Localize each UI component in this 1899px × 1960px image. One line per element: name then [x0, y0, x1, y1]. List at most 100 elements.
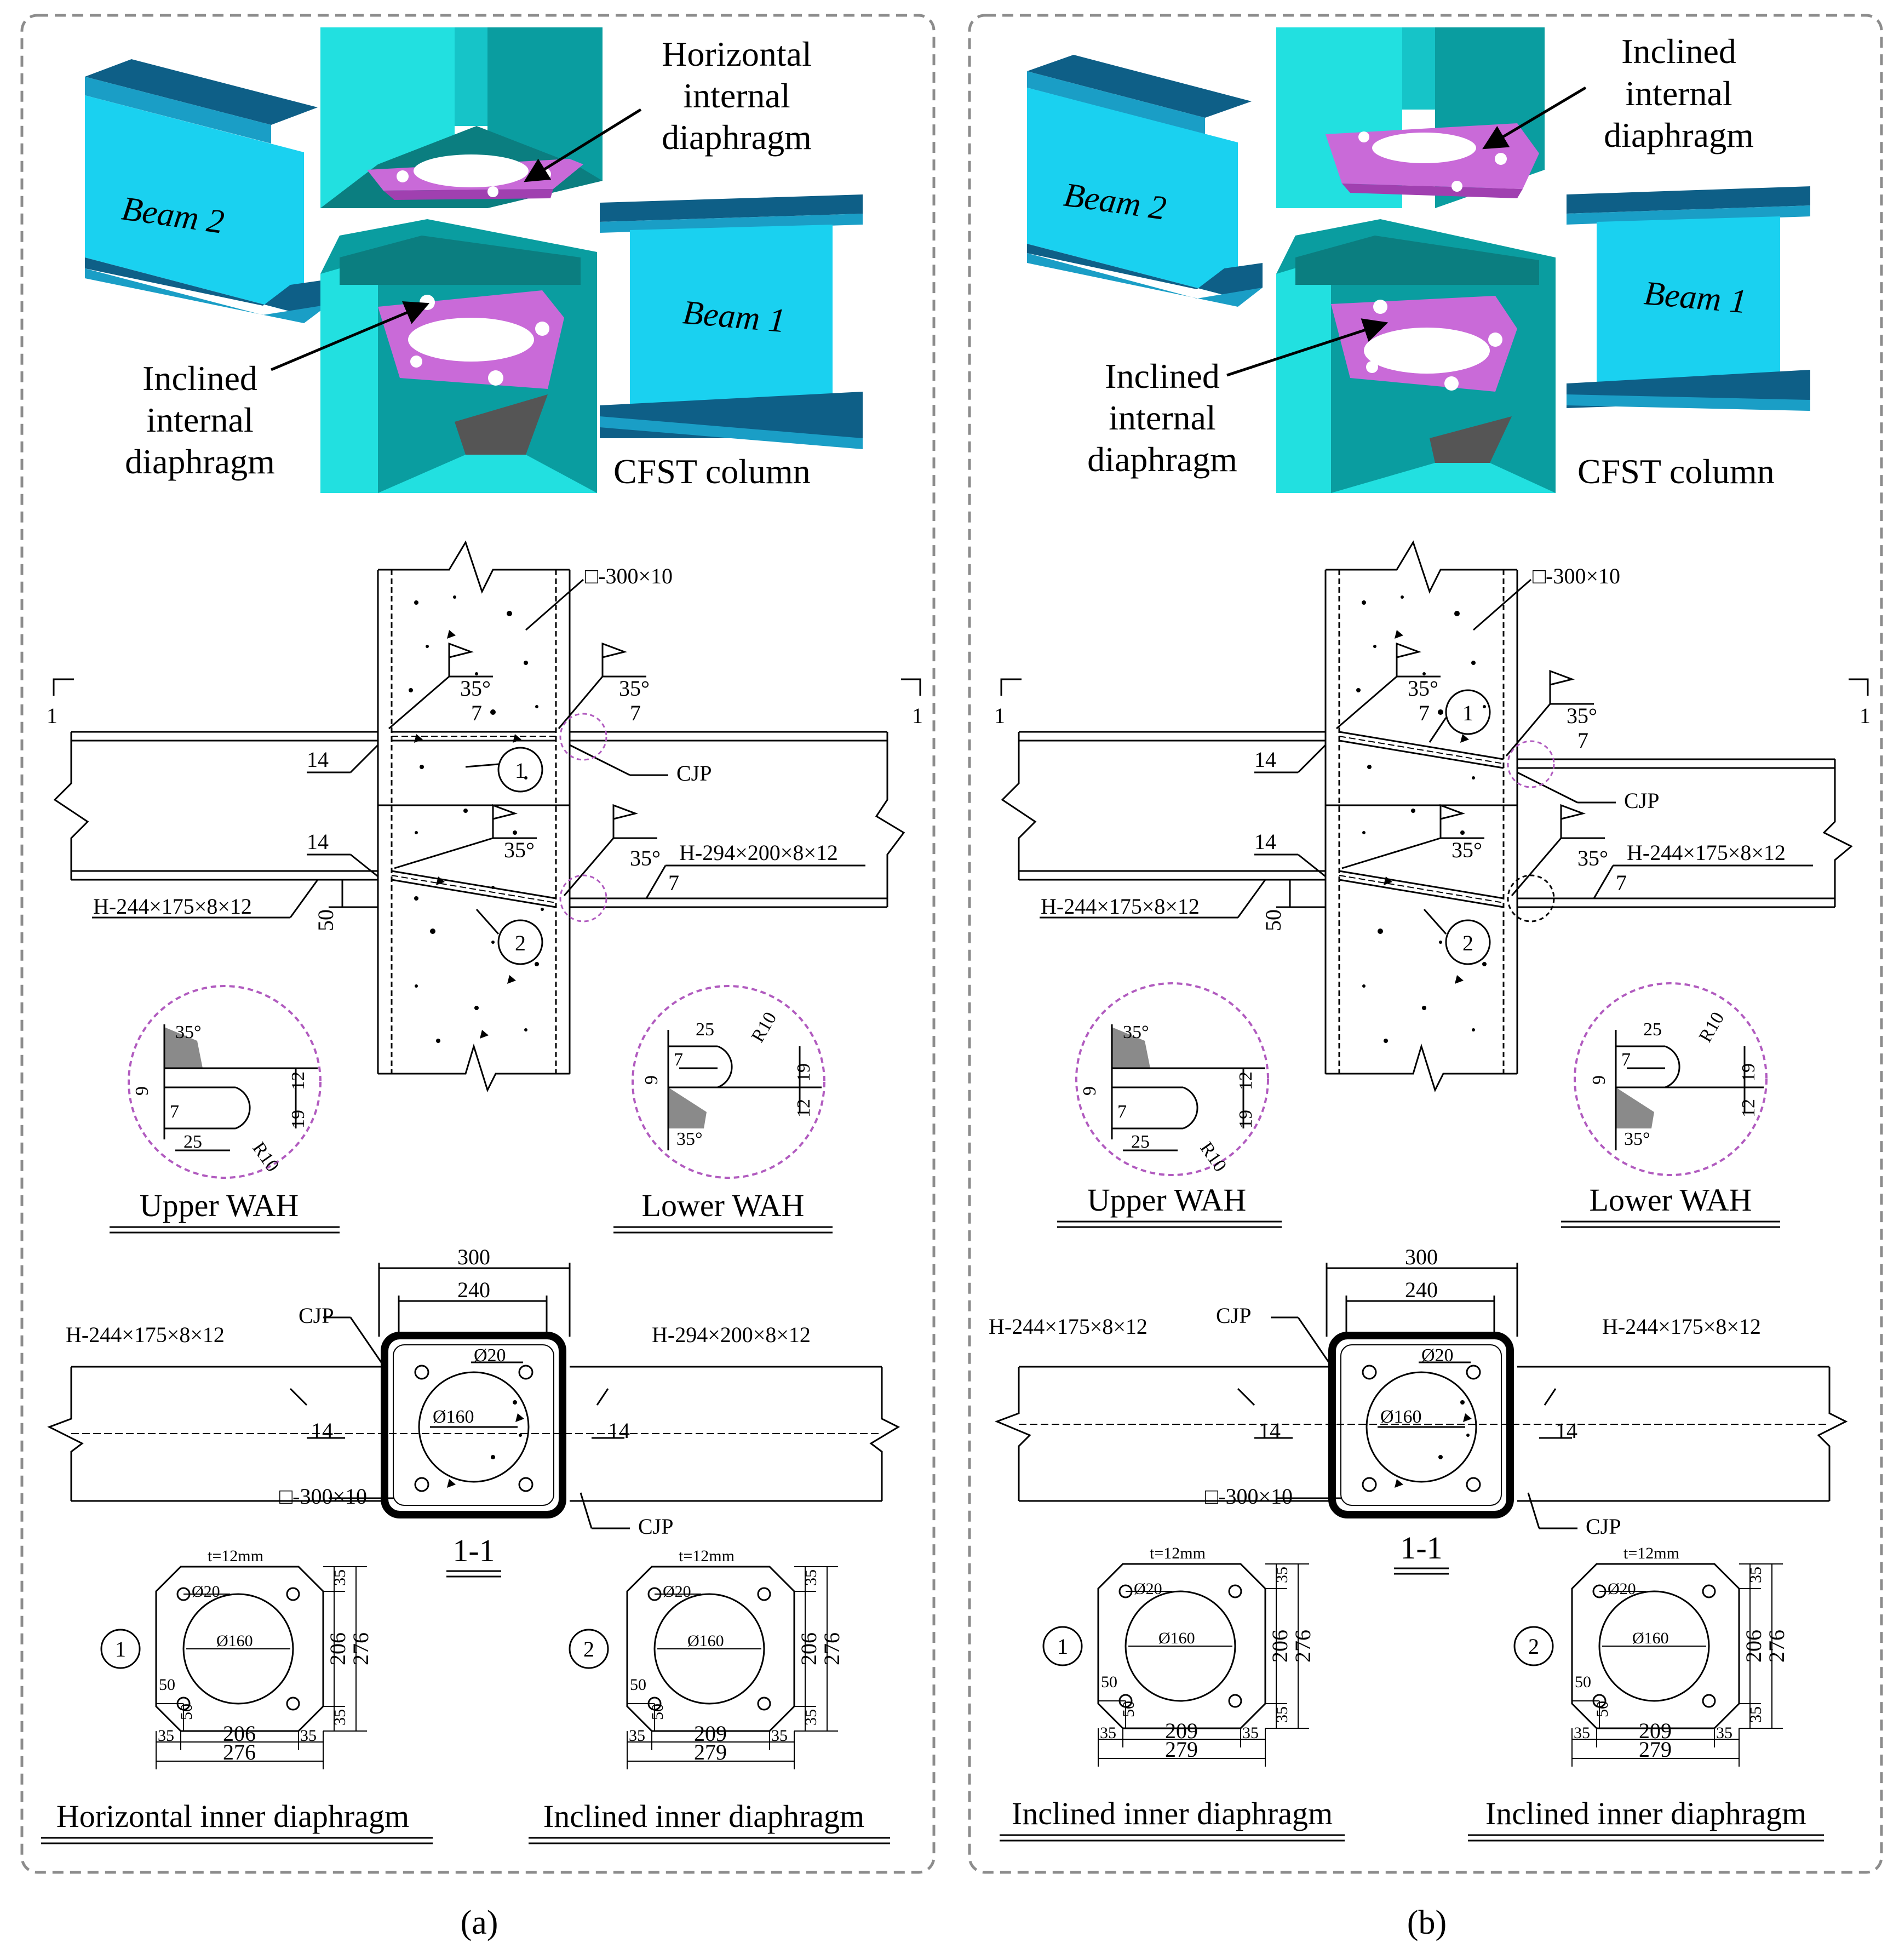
- node-2-b: 2: [1462, 931, 1473, 955]
- plan-beam-left: H-244×175×8×12: [66, 1322, 225, 1347]
- upper-column-3d: [320, 27, 603, 208]
- plan-b-hole-small: Ø20: [1421, 1345, 1454, 1366]
- plate-a1-t: t=12mm: [208, 1547, 263, 1565]
- wah-lo-19: 19: [794, 1063, 814, 1082]
- plate-b2-h276: 276: [1764, 1630, 1789, 1663]
- plate-b1-b35b: 35: [1242, 1724, 1259, 1742]
- plate-b2-r35a: 35: [1747, 1567, 1765, 1583]
- plate-a2-d50a: 50: [630, 1676, 646, 1694]
- section-mark-right: 1: [912, 703, 923, 728]
- plate-a2-btot: 279: [694, 1740, 727, 1764]
- weld-size-1: 7: [471, 701, 482, 725]
- wah-lower-a: 25 R10 7 9 19 12 35° Lower WAH: [613, 985, 833, 1234]
- upper-column-3d-b: [1276, 27, 1545, 208]
- weld-angle-3: 35°: [504, 838, 535, 862]
- wah-up-r10: R10: [248, 1138, 283, 1176]
- plate-a1-num: 1: [115, 1637, 126, 1661]
- plate-b1-h276: 276: [1290, 1630, 1315, 1663]
- wah-up-25-b: 25: [1131, 1132, 1150, 1152]
- wah-up-9: 9: [132, 1086, 152, 1096]
- cjp-1: CJP: [676, 761, 712, 786]
- wah-upper-b: 35° 7 9 12 19 25 R10 Upper WAH: [1057, 982, 1282, 1228]
- wah-lo-angle: 35°: [676, 1129, 703, 1149]
- column-label-b: CFST column: [1577, 452, 1775, 491]
- plate-a1-d20: Ø20: [192, 1583, 220, 1601]
- plate-a1-h206: 206: [325, 1632, 350, 1665]
- plan-hole-small: Ø20: [474, 1345, 506, 1366]
- plate-b1-d50a: 50: [1101, 1673, 1117, 1691]
- left-callout-b-l3: diaphragm: [1087, 440, 1237, 479]
- column-label: CFST column: [613, 452, 811, 491]
- section-mark-right-b: 1: [1860, 703, 1871, 728]
- panel-b: Beam 2 Beam 1: [968, 14, 1883, 1941]
- plate-a1-d50a: 50: [159, 1676, 175, 1694]
- top-callout-l1: Horizontal: [662, 35, 812, 73]
- weld-angle-2: 35°: [619, 676, 650, 701]
- plate-a1: 1 t=12mm: [41, 1547, 433, 1844]
- section-mark-left: 1: [47, 703, 58, 728]
- plan-b-section: 1-1: [1400, 1530, 1442, 1566]
- weld-size-4: 7: [668, 870, 679, 895]
- wah-lower-caption-b: Lower WAH: [1590, 1182, 1752, 1218]
- weld-angle-4: 35°: [630, 846, 661, 870]
- plate-b2-b35b: 35: [1716, 1724, 1732, 1742]
- beam-left-tag-b: H-244×175×8×12: [1041, 894, 1200, 919]
- elevation-b: [1000, 540, 1869, 1092]
- elevation-a: [53, 540, 921, 1092]
- node-1-b: 1: [1462, 701, 1473, 725]
- plate-b1: 1 t=12mm: [1000, 1544, 1345, 1842]
- plate-a1-caption: Horizontal inner diaphragm: [56, 1798, 409, 1834]
- plan-hole-big: Ø160: [433, 1407, 474, 1427]
- lower-column-3d-b: [1276, 219, 1556, 493]
- wah-up-9-b: 9: [1080, 1086, 1100, 1096]
- beam-1-label-b: Beam 1: [1643, 274, 1748, 320]
- plate-b2-d50a: 50: [1575, 1673, 1591, 1691]
- plate-a1-b35a: 35: [158, 1727, 174, 1745]
- plan-300: 300: [457, 1245, 490, 1269]
- top-callout-b-l3: diaphragm: [1604, 116, 1754, 154]
- plate-b1-r35b: 35: [1273, 1706, 1291, 1723]
- plan-b-fillet-right: 14: [1556, 1418, 1577, 1443]
- elevation-a-labels: □-300×10 35° 7 35° 7 35° 35° 7 14 14 CJP…: [47, 564, 923, 955]
- weld-angle-1: 35°: [460, 676, 491, 701]
- wah-up-r10-b: R10: [1196, 1138, 1230, 1176]
- wah-lo-7: 7: [674, 1050, 683, 1070]
- fillet-b1: 14: [1254, 747, 1276, 772]
- plate-a2: 2 t=12mm: [529, 1547, 890, 1844]
- concrete-speckles-b: [1356, 595, 1487, 1043]
- plate-b1-h206: 206: [1267, 1630, 1292, 1663]
- plan-b-beam-left: H-244×175×8×12: [989, 1314, 1148, 1339]
- wah-up-25: 25: [183, 1132, 202, 1152]
- plate-b2-d160: Ø160: [1632, 1629, 1669, 1647]
- wah-up-angle-b: 35°: [1123, 1022, 1149, 1042]
- plan-a-speckles: [447, 1400, 524, 1488]
- plate-b2-t: t=12mm: [1623, 1544, 1679, 1562]
- left-callout-b-l2: internal: [1109, 398, 1215, 437]
- plan-b-240: 240: [1405, 1277, 1438, 1302]
- plate-a1-r35b: 35: [331, 1709, 349, 1726]
- wah-up-12: 12: [288, 1071, 308, 1090]
- plate-a1-btot: 276: [223, 1740, 256, 1764]
- tube-label-b: □-300×10: [1533, 564, 1620, 588]
- plate-b1-d20: Ø20: [1134, 1580, 1162, 1598]
- wah-up-angle: 35°: [175, 1022, 202, 1042]
- weld-size-b1: 7: [1419, 701, 1430, 725]
- plan-tube: □-300×10: [279, 1484, 367, 1509]
- wah-lo-9-b: 9: [1589, 1075, 1609, 1085]
- left-callout-b-l1: Inclined: [1105, 357, 1220, 396]
- plate-b1-bmid: 209: [1165, 1718, 1198, 1743]
- top-callout-b-l2: internal: [1625, 74, 1732, 113]
- beam-1-label: Beam 1: [681, 294, 787, 340]
- plan-cjp-top: CJP: [299, 1303, 334, 1328]
- plate-a1-b35b: 35: [300, 1727, 317, 1745]
- wah-up-12-b: 12: [1236, 1071, 1256, 1090]
- plate-b2-num: 2: [1528, 1634, 1539, 1659]
- panel-a: Beam 2 Beam 1: [20, 14, 936, 1941]
- plan-b-300: 300: [1405, 1245, 1438, 1269]
- wah-lower-b: 25 R10 7 9 19 12 35° Lower WAH: [1561, 982, 1780, 1228]
- plate-b1-r35a: 35: [1273, 1567, 1291, 1583]
- plate-b1-d160: Ø160: [1158, 1629, 1195, 1647]
- top-callout-l3: diaphragm: [662, 118, 812, 157]
- fillet-2: 14: [307, 829, 329, 854]
- beam-right-tag: H-294×200×8×12: [679, 840, 838, 865]
